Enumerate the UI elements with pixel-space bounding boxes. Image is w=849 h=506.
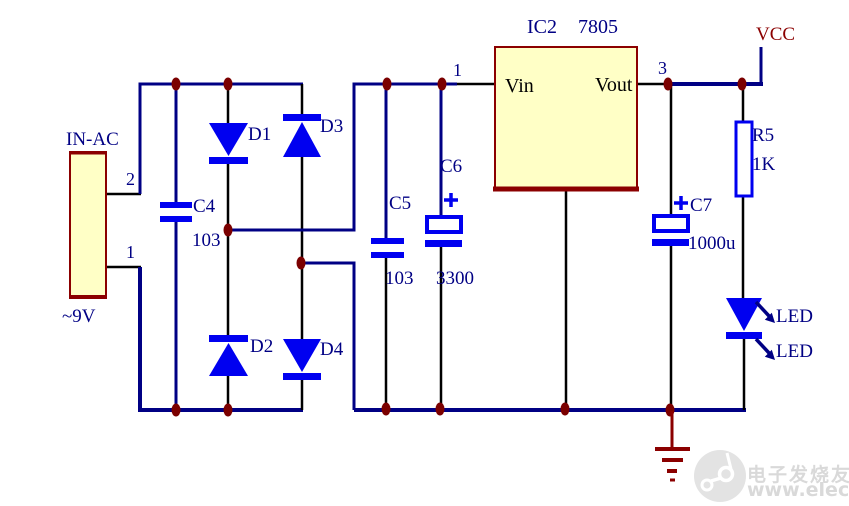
resistor-r5: R5 1K: [734, 120, 776, 198]
junction-dot: [560, 402, 570, 416]
junction-dot: [171, 403, 181, 417]
junction-dot: [223, 403, 233, 417]
r5-ref-label: R5: [752, 125, 774, 146]
diode-cathode-bar-icon: [283, 114, 321, 121]
c4-value-label: 103: [192, 230, 221, 251]
capacitor-plate-icon: [425, 240, 462, 247]
d2-ref-label: D2: [250, 336, 273, 357]
diode-d3: D3: [283, 114, 343, 157]
connector-pin1-label: 1: [126, 242, 135, 262]
wire-bottom-ac-rail: [138, 267, 303, 412]
led-emission-arrowhead-icon: [764, 312, 775, 323]
c6-value-label: 3300: [436, 268, 474, 289]
electrolytic-top-plate-icon: [425, 215, 463, 234]
diode-triangle-icon: [283, 339, 321, 372]
junction-dot: [223, 77, 233, 91]
c5-value-label: 103: [385, 268, 414, 289]
junction-dot: [296, 256, 306, 270]
led-emission-arrow-icon: [754, 337, 771, 355]
junction-dot: [382, 77, 392, 91]
diode-triangle-icon: [209, 123, 248, 156]
diode-d1: D1: [209, 123, 271, 164]
d3-ref-label: D3: [320, 116, 343, 137]
wire-top-ac-rail: [138, 82, 303, 194]
led-label-1: LED: [776, 306, 813, 327]
wire-dc-positive-rail: [228, 82, 457, 232]
polarity-plus-icon: [444, 193, 458, 207]
diode-triangle-icon: [283, 122, 321, 157]
resistor-body-icon: [734, 120, 754, 198]
wires: [105, 47, 763, 412]
led-d: LED LED: [726, 298, 813, 362]
junction-dot: [737, 77, 747, 91]
junction-dot: [663, 77, 673, 91]
diode-d4: D4: [283, 339, 344, 380]
regulator-ic2: IC2 7805 Vin Vout 1 3: [453, 16, 667, 192]
capacitor-plate-icon: [371, 238, 404, 244]
diode-d2: D2: [209, 335, 273, 376]
ic-ref-label: IC2: [527, 16, 557, 38]
c6-ref-label: C6: [440, 156, 462, 177]
ic-input-pin-label: 1: [453, 60, 462, 80]
capacitor-c6: C6 3300: [425, 156, 474, 289]
electrolytic-top-plate-icon: [652, 214, 690, 233]
capacitor-c7: C7 1000u: [652, 195, 736, 254]
ic-vin-label: Vin: [505, 75, 534, 97]
watermark-logo-detail: [717, 465, 735, 483]
capacitor-plate-icon: [160, 202, 192, 208]
ac-input-connector: IN-AC 2 1 ~9V: [62, 129, 135, 327]
capacitor-c5: C5 103: [371, 193, 414, 289]
polarity-plus-icon: [674, 196, 688, 210]
watermark: 电子发烧友 www.elecfans.com: [694, 450, 849, 502]
connector-body: [69, 151, 107, 299]
watermark-logo-detail: [725, 452, 733, 470]
vcc-label: VCC: [756, 24, 795, 45]
junction-dot: [435, 402, 445, 416]
watermark-logo-detail: [700, 478, 714, 492]
capacitor-plate-icon: [652, 239, 689, 246]
ic-part-label: 7805: [578, 16, 618, 38]
ic-vout-label: Vout: [595, 74, 633, 96]
led-emission-arrowhead-icon: [764, 349, 775, 360]
c7-ref-label: C7: [690, 195, 712, 216]
junction-dot: [381, 402, 391, 416]
diode-cathode-bar-icon: [209, 157, 248, 164]
led-label-2: LED: [776, 341, 813, 362]
watermark-url: www.elecfans.com: [747, 479, 849, 501]
wire-dc-negative-link: [301, 261, 356, 410]
junction-dot: [171, 77, 181, 91]
ic-body: [494, 46, 638, 190]
junction-dot: [223, 223, 233, 237]
diode-triangle-icon: [209, 343, 248, 376]
led-cathode-bar-icon: [726, 332, 762, 339]
watermark-site-name: 电子发烧友: [747, 463, 849, 486]
ic-output-pin-label: 3: [658, 58, 667, 78]
d4-ref-label: D4: [320, 339, 344, 360]
diode-cathode-bar-icon: [283, 373, 321, 380]
connector-pin2-label: 2: [126, 169, 135, 189]
capacitor-plate-icon: [160, 216, 192, 222]
r5-value-label: 1K: [752, 154, 776, 175]
c7-value-label: 1000u: [688, 233, 736, 254]
junction-dot: [437, 77, 447, 91]
capacitor-plate-icon: [371, 252, 404, 258]
led-emission-arrow-icon: [754, 300, 771, 318]
connector-ref-label: IN-AC: [66, 129, 119, 150]
connector-voltage-label: ~9V: [62, 306, 96, 327]
c5-ref-label: C5: [389, 193, 411, 214]
capacitor-c4: C4 103: [160, 196, 221, 251]
earth-ground-icon: [655, 411, 690, 482]
diode-cathode-bar-icon: [209, 335, 248, 342]
led-triangle-icon: [726, 298, 762, 331]
junction-dots: [171, 77, 747, 417]
c4-ref-label: C4: [193, 196, 216, 217]
d1-ref-label: D1: [248, 124, 271, 145]
watermark-logo-detail: [710, 476, 722, 483]
